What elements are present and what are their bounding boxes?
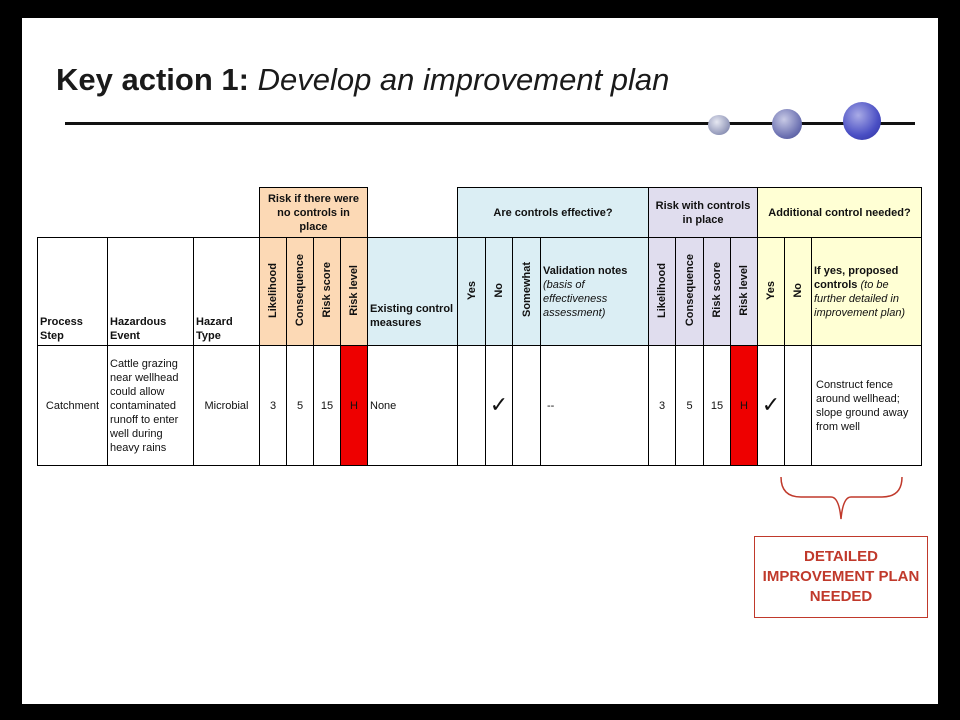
cell-risk-level-2: H [730, 345, 758, 466]
cell-validation-notes: -- [540, 345, 649, 466]
cell-consequence: 5 [286, 345, 314, 466]
group-with-controls: Risk with controls in place [648, 187, 758, 238]
callout-text: DETAILED IMPROVEMENT PLAN NEEDED [762, 548, 920, 605]
check-mark-icon: ✓ [757, 345, 785, 466]
cell-risk-score: 15 [313, 345, 341, 466]
cell-existing-controls: None [367, 345, 458, 466]
column-header-row: Process Step Hazardous Event Hazard Type… [37, 237, 922, 346]
slide-title: Key action 1: Develop an improvement pla… [56, 62, 669, 98]
group-additional-control: Additional control needed? [757, 187, 922, 238]
cell-risk-level: H [340, 345, 368, 466]
improvement-plan-callout: DETAILED IMPROVEMENT PLAN NEEDED [754, 536, 928, 618]
header-consequence-2: Consequence [675, 237, 704, 346]
group-controls-effective: Are controls effective? [457, 187, 649, 238]
header-likelihood: Likelihood [259, 237, 287, 346]
cell-likelihood: 3 [259, 345, 287, 466]
header-existing-controls: Existing control measures [367, 237, 458, 346]
group-no-controls: Risk if there were no controls in place [259, 187, 368, 238]
title-main: Key action 1: [56, 62, 249, 97]
table-row: Catchment Cattle grazing near wellhead c… [37, 345, 922, 466]
header-risk-level-2: Risk level [730, 237, 758, 346]
header-no: No [485, 237, 513, 346]
cell-effective-yes [457, 345, 486, 466]
header-no-2: No [784, 237, 812, 346]
risk-assessment-table: Risk if there were no controls in place … [37, 187, 922, 466]
header-validation-notes: Validation notes (basis of effectiveness… [540, 237, 649, 346]
cell-proposed-controls: Construct fence around wellhead; slope g… [811, 345, 922, 466]
cell-additional-no [784, 345, 812, 466]
decor-dot-medium [772, 109, 802, 139]
title-rule [65, 122, 915, 125]
header-likelihood-2: Likelihood [648, 237, 676, 346]
decor-dot-small [708, 115, 730, 135]
header-risk-score-2: Risk score [703, 237, 731, 346]
header-proposed-controls: If yes, proposed controls (to be further… [811, 237, 922, 346]
cell-likelihood-2: 3 [648, 345, 676, 466]
header-hazard-type: Hazard Type [193, 237, 260, 346]
cell-process-step: Catchment [37, 345, 108, 466]
cell-hazard-type: Microbial [193, 345, 260, 466]
decor-dot-large [843, 102, 881, 140]
bracket-icon [780, 476, 903, 520]
header-yes-2: Yes [757, 237, 785, 346]
header-hazardous-event: Hazardous Event [107, 237, 194, 346]
cell-hazardous-event: Cattle grazing near wellhead could allow… [107, 345, 194, 466]
header-risk-score: Risk score [313, 237, 341, 346]
title-sub: Develop an improvement plan [257, 62, 670, 97]
cell-effective-somewhat [512, 345, 541, 466]
header-yes: Yes [457, 237, 486, 346]
header-risk-level: Risk level [340, 237, 368, 346]
group-header-row: Risk if there were no controls in place … [38, 187, 922, 238]
header-somewhat: Somewhat [512, 237, 541, 346]
header-consequence: Consequence [286, 237, 314, 346]
cell-consequence-2: 5 [675, 345, 704, 466]
slide: Key action 1: Develop an improvement pla… [22, 18, 938, 704]
header-process-step: Process Step [37, 237, 108, 346]
check-mark-icon: ✓ [485, 345, 513, 466]
cell-risk-score-2: 15 [703, 345, 731, 466]
